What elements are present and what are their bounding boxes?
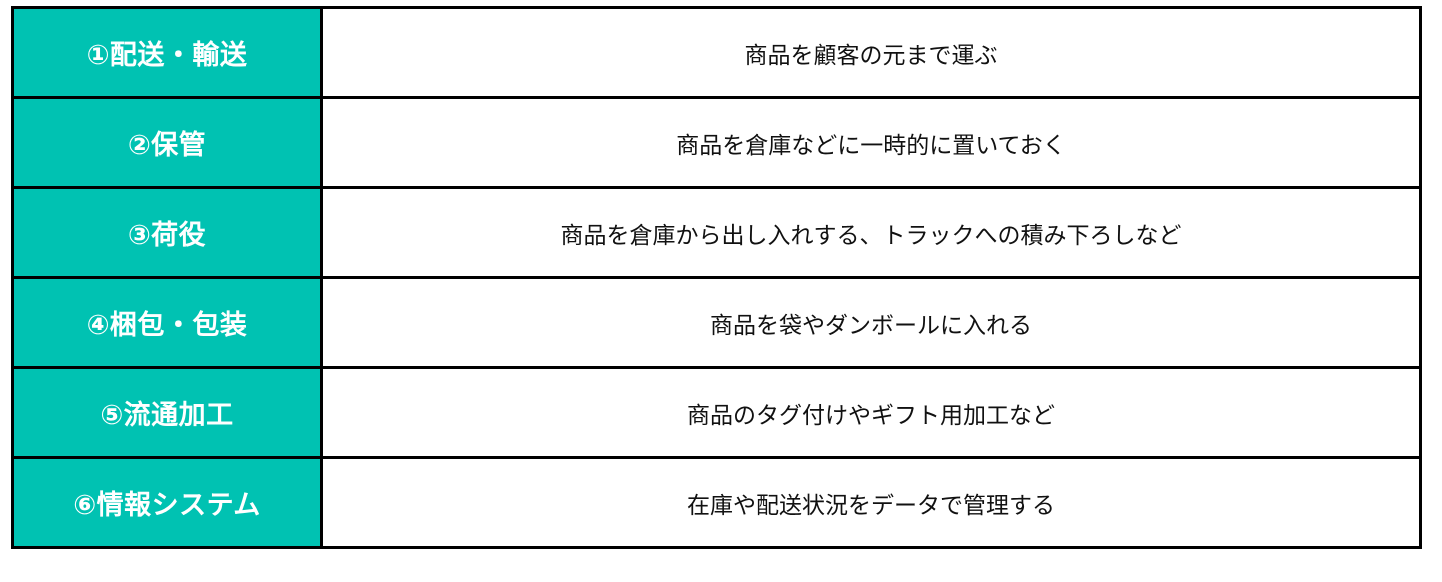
table-row: ⑤流通加工 商品のタグ付けやギフト用加工など (11, 366, 1422, 459)
table-row: ③荷役 商品を倉庫から出し入れする、トラックへの積み下ろしなど (11, 186, 1422, 279)
function-label: ⑤流通加工 (11, 366, 323, 459)
table-row: ①配送・輸送 商品を顧客の元まで運ぶ (11, 6, 1422, 99)
function-label: ③荷役 (11, 186, 323, 279)
function-description: 商品を倉庫から出し入れする、トラックへの積み下ろしなど (320, 186, 1422, 279)
function-label: ②保管 (11, 96, 323, 189)
function-label: ①配送・輸送 (11, 6, 323, 99)
table-row: ②保管 商品を倉庫などに一時的に置いておく (11, 96, 1422, 189)
table-row: ⑥情報システム 在庫や配送状況をデータで管理する (11, 456, 1422, 549)
function-description: 在庫や配送状況をデータで管理する (320, 456, 1422, 549)
function-description: 商品を倉庫などに一時的に置いておく (320, 96, 1422, 189)
function-description: 商品のタグ付けやギフト用加工など (320, 366, 1422, 459)
function-label: ④梱包・包装 (11, 276, 323, 369)
logistics-functions-table: ①配送・輸送 商品を顧客の元まで運ぶ ②保管 商品を倉庫などに一時的に置いておく… (11, 6, 1422, 549)
function-description: 商品を袋やダンボールに入れる (320, 276, 1422, 369)
function-description: 商品を顧客の元まで運ぶ (320, 6, 1422, 99)
table-row: ④梱包・包装 商品を袋やダンボールに入れる (11, 276, 1422, 369)
function-label: ⑥情報システム (11, 456, 323, 549)
